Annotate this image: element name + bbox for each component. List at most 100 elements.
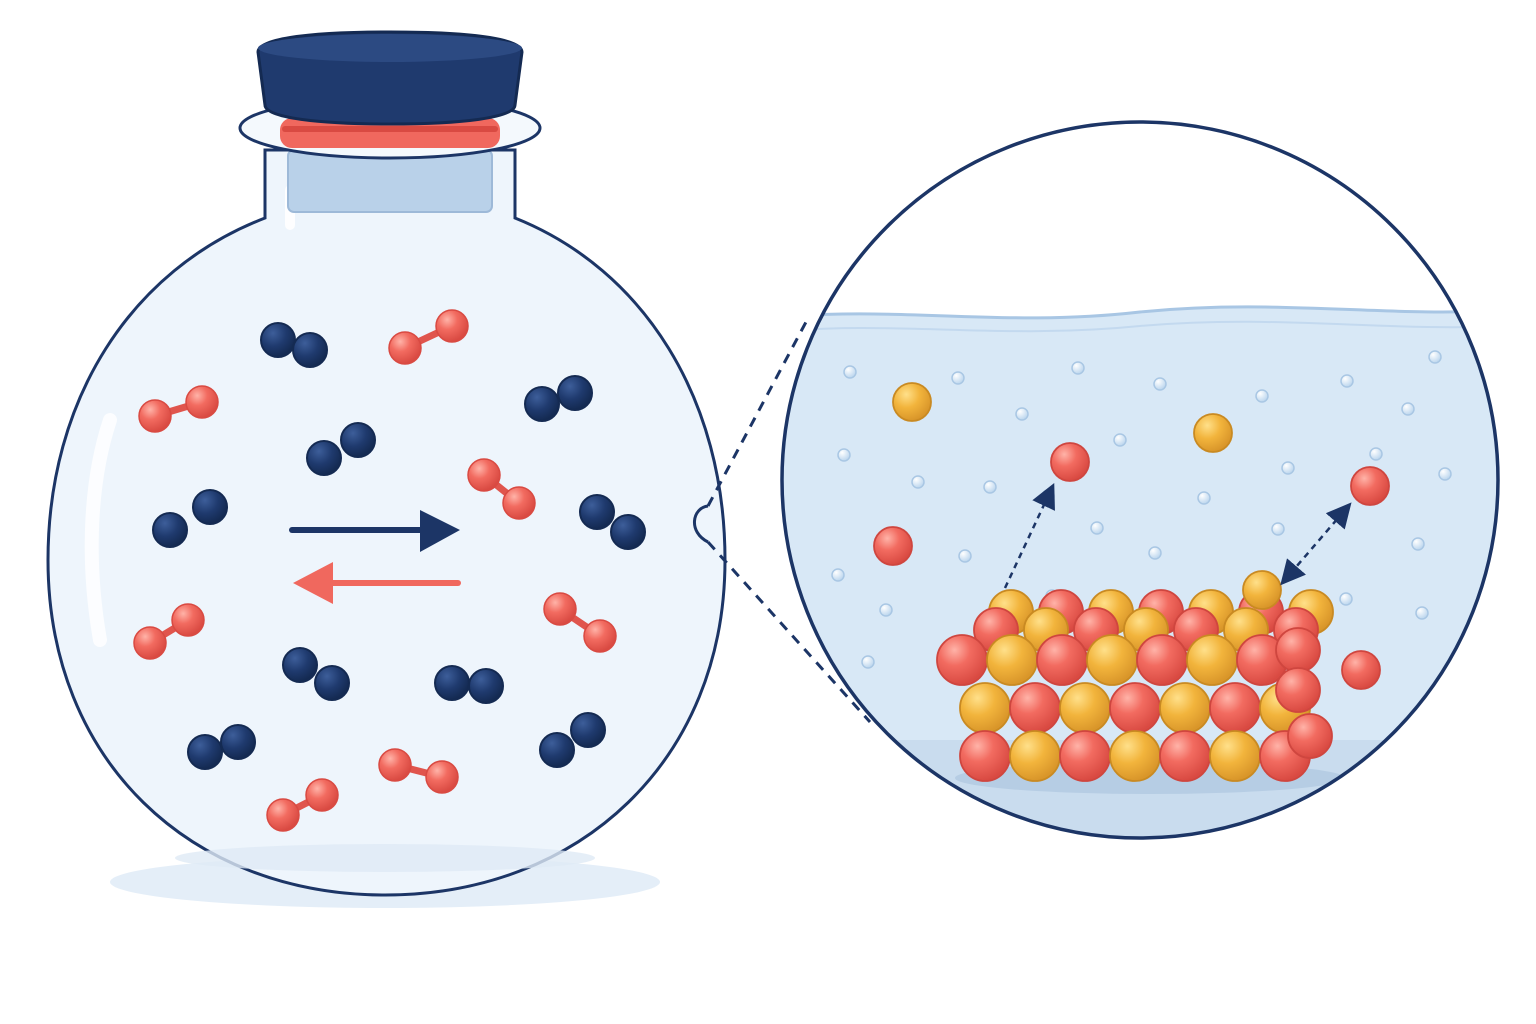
ion-red [1275,627,1321,673]
atom-dark [152,512,188,548]
atom-dark [314,665,350,701]
atom-dark [340,422,376,458]
ion-yellow [1242,570,1282,610]
ion-yellow [1086,634,1138,686]
diatomic-molecule-red [378,748,459,794]
solvent-particle [1148,546,1162,560]
diatomic-molecule-red [543,592,617,653]
ion-red [1159,730,1211,782]
seal-band-stripe [282,126,498,132]
atom-red [467,458,501,492]
seal-band [280,118,500,148]
ion-red [1136,634,1188,686]
flask-bottom-reflection [175,844,595,872]
atom-dark [524,386,560,422]
atom-dark [557,375,593,411]
atom-red [425,760,459,794]
ion-red [1036,634,1088,686]
diatomic-molecule-red [133,603,205,660]
ion-red [1059,730,1111,782]
solvent-particle [1015,407,1029,421]
diatomic-molecule-dark [187,724,256,770]
free-ion-yellow [892,382,932,422]
atom-dark [220,724,256,760]
free-ion-red [1050,442,1090,482]
ion-yellow [1009,730,1061,782]
solvent-particle [1255,389,1269,403]
solvent-particle [951,371,965,385]
solvent-particle [1428,350,1442,364]
solvent-particle [1339,592,1353,606]
solvent-particle [1197,491,1211,505]
liquid-surface-line [782,320,1498,333]
atom-dark [610,514,646,550]
solvent-particle [1340,374,1354,388]
atom-dark [306,440,342,476]
atom-red [388,331,422,365]
atom-dark [192,489,228,525]
solvent-particle [1415,606,1429,620]
atom-red [185,385,219,419]
ion-yellow [1186,634,1238,686]
atom-dark [579,494,615,530]
atom-red [378,748,412,782]
atom-red [435,309,469,343]
ion-red [1209,682,1261,734]
arrow-right-head [420,510,460,552]
ion-red [959,730,1011,782]
solvent-particle [861,655,875,669]
solvent-particle [1401,402,1415,416]
free-ion-red [1350,466,1390,506]
ion-yellow [1209,730,1261,782]
magnified-view [780,120,1500,840]
atom-red [133,626,167,660]
ion-red [1009,682,1061,734]
cap-top [258,34,522,62]
atom-dark [292,332,328,368]
free-ion-red [1341,650,1381,690]
ion-yellow [986,634,1038,686]
solvent-particles [831,350,1452,669]
solvent-particle [843,365,857,379]
dissolved-ions [873,382,1390,690]
atom-dark [260,322,296,358]
diatomic-molecule-red [388,309,469,365]
atom-dark [539,732,575,768]
ion-yellow [1109,730,1161,782]
atom-dark [468,668,504,704]
solvent-particle [1271,522,1285,536]
free-ion-yellow [1193,413,1233,453]
ion-yellow [1059,682,1111,734]
solvent-particle [1090,521,1104,535]
flask-glare [84,413,117,647]
solvent-particle [983,480,997,494]
magnifier-border [780,120,1500,840]
solvent-particle [1113,433,1127,447]
forward-arrow [289,510,460,552]
zoom-source-marker [693,504,709,544]
zoom-line-bottom [706,540,872,724]
solvent-particle [1153,377,1167,391]
solvent-particle [1369,447,1383,461]
free-ion-red [873,526,913,566]
solvent-particle [1438,467,1452,481]
atom-red [502,486,536,520]
solvent-particle [1411,537,1425,551]
ion-yellow [1159,682,1211,734]
diatomic-molecule-dark [306,422,376,476]
solvent-particle [1281,461,1295,475]
diatomic-molecule-dark [260,322,328,368]
atom-dark [434,665,470,701]
gas-molecules [133,309,646,832]
solvent-particle [1071,361,1085,375]
solvent-particle [837,448,851,462]
ionic-crystal-lattice [936,570,1334,782]
solvent-particle [879,603,893,617]
atom-red [138,399,172,433]
dissolve-arrow [1003,482,1055,589]
diatomic-molecule-dark [434,665,504,704]
diatomic-molecule-red [467,458,536,520]
reverse-arrow [293,562,461,604]
atom-red [583,619,617,653]
